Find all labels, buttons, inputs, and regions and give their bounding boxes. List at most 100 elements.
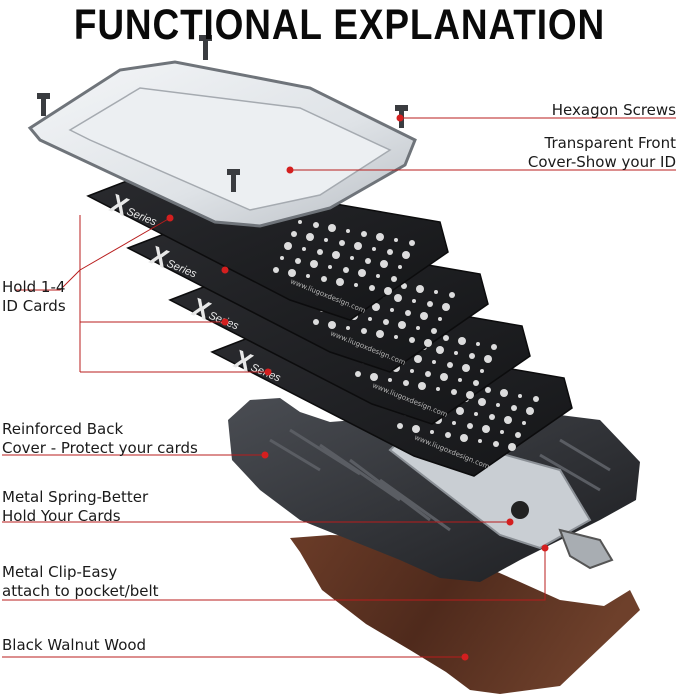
card-dot: [376, 274, 380, 278]
card-dot: [332, 251, 340, 259]
card-dot: [372, 247, 376, 251]
label-front-cover-line1: Transparent Front: [544, 134, 676, 152]
card-dot: [476, 342, 480, 346]
card-dot: [482, 425, 490, 433]
card-dot: [343, 267, 349, 273]
card-dot: [306, 274, 310, 278]
leader-dot: [221, 266, 229, 274]
card-dot: [416, 285, 424, 293]
card-dot: [313, 222, 319, 228]
card-dot: [317, 249, 323, 255]
card-dot: [370, 373, 378, 381]
card-dot: [369, 285, 375, 291]
card-dot: [409, 240, 415, 246]
card-dot: [328, 265, 332, 269]
leader-dot: [461, 653, 469, 661]
page-title: FUNCTIONAL EXPLANATION: [73, 1, 606, 49]
card-dot: [346, 229, 350, 233]
metal-clip: [558, 528, 614, 570]
card-dot: [280, 256, 284, 260]
card-dot: [376, 233, 384, 241]
card-dot: [436, 346, 444, 354]
label-front-cover-line2: Cover-Show your ID: [527, 153, 676, 171]
card-dot: [489, 414, 495, 420]
card-dot: [491, 344, 497, 350]
card-dot: [328, 224, 336, 232]
card-dot: [458, 378, 462, 382]
card-dot: [469, 353, 475, 359]
card-dot: [412, 425, 420, 433]
card-dot: [339, 240, 345, 246]
card-dot: [302, 247, 306, 251]
card-dot: [398, 265, 402, 269]
card-dot: [273, 267, 279, 273]
card-dot: [478, 398, 486, 406]
card-dot: [358, 269, 366, 277]
label-id-cards-line2: ID Cards: [2, 297, 66, 315]
card-dot: [500, 430, 504, 434]
card-dot: [295, 258, 301, 264]
label-front-cover: Transparent Front Cover-Show your ID: [528, 134, 676, 172]
card-dot: [403, 380, 409, 386]
label-metal-clip: Metal Clip-Easy attach to pocket/belt: [2, 563, 159, 601]
leader-dot: [261, 451, 269, 459]
card-dot: [409, 337, 415, 343]
card-dot: [467, 423, 473, 429]
card-dot: [412, 299, 416, 303]
leader-line: [16, 215, 171, 372]
card-dot: [496, 403, 500, 407]
label-back-cover-line1: Reinforced Back: [2, 420, 124, 438]
card-dot: [518, 394, 522, 398]
card-dot: [397, 423, 403, 429]
card-dot: [368, 317, 372, 321]
card-dot: [394, 335, 398, 339]
card-dot: [398, 321, 406, 329]
card-dot: [436, 387, 440, 391]
leader-dot: [221, 318, 229, 326]
card-dot: [473, 380, 479, 386]
card-dot: [420, 312, 428, 320]
card-dot: [438, 317, 442, 321]
label-hexagon-screws: Hexagon Screws: [551, 101, 676, 119]
card-dot: [306, 233, 314, 241]
card-dot: [484, 355, 492, 363]
card-dot: [365, 258, 371, 264]
card-dot: [526, 407, 534, 415]
card-dot: [390, 308, 394, 312]
card-dot: [460, 434, 468, 442]
leader-line: [2, 548, 546, 601]
card-dot: [424, 339, 432, 347]
leader-dot: [264, 368, 272, 376]
card-dot: [355, 371, 361, 377]
card-dot: [458, 337, 466, 345]
card-dot: [500, 389, 508, 397]
card-dot: [376, 330, 384, 338]
card-dot: [442, 303, 450, 311]
card-dot: [434, 290, 438, 294]
card-dot: [313, 319, 319, 325]
card-dot: [432, 360, 436, 364]
card-dot: [511, 405, 517, 411]
card-dot: [410, 369, 414, 373]
card-dot: [387, 249, 393, 255]
card-dot: [350, 256, 354, 260]
card-dot: [418, 382, 426, 390]
card-dot: [354, 283, 358, 287]
card-dot: [321, 276, 327, 282]
back-cover-ribs: [269, 428, 611, 532]
label-back-cover: Reinforced Back Cover - Protect your car…: [2, 420, 198, 458]
label-metal-clip-line2: attach to pocket/belt: [2, 582, 159, 600]
card-dot: [427, 301, 433, 307]
card-dot: [346, 326, 350, 330]
card-dot: [431, 328, 437, 334]
card-dot: [324, 238, 328, 242]
card-dot: [454, 351, 458, 355]
label-metal-spring: Metal Spring-Better Hold Your Cards: [2, 488, 148, 526]
card-dot: [449, 292, 455, 298]
label-metal-spring-line2: Hold Your Cards: [2, 507, 121, 525]
leader-dot: [166, 214, 174, 222]
card-dot: [533, 396, 539, 402]
spring-rivet: [511, 501, 529, 519]
card-dot: [474, 412, 478, 416]
